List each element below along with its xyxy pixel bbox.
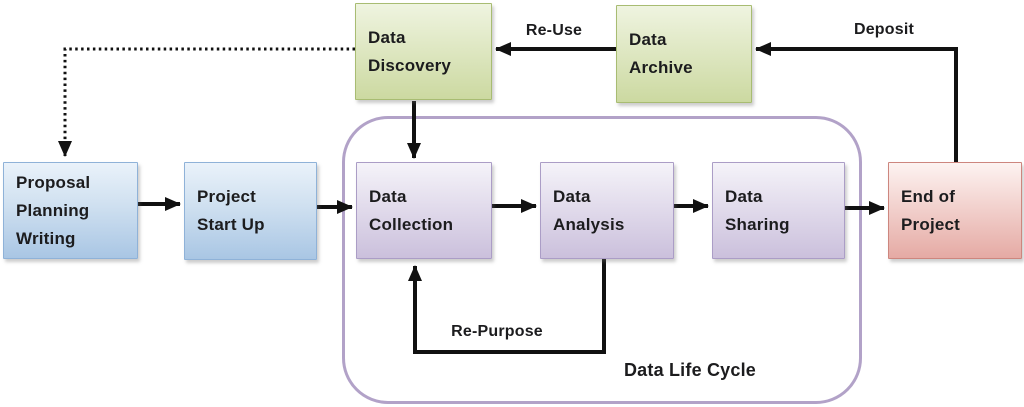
node-data-collection: Data Collection (356, 162, 492, 259)
data-life-cycle-container (342, 116, 862, 404)
node-label-line: Data (369, 186, 407, 206)
node-project-start-up: Project Start Up (184, 162, 317, 260)
node-label-line: Analysis (553, 214, 625, 234)
edge-label-re-purpose: Re-Purpose (451, 323, 543, 340)
node-label-line: Data (725, 186, 763, 206)
node-end-of-project: End of Project (888, 162, 1022, 259)
node-label-line: Archive (629, 58, 693, 77)
node-data-discovery: Data Discovery (355, 3, 492, 100)
node-data-analysis: Data Analysis (540, 162, 674, 259)
node-label-line: Start Up (197, 215, 265, 234)
arrow-deposit-endproject-to-archive (755, 42, 958, 163)
node-label-line: Data (629, 30, 667, 49)
arrow-repurpose-analysis-to-collection (408, 259, 606, 354)
node-label-line: Collection (369, 214, 454, 234)
node-label-line: Sharing (725, 214, 790, 234)
node-label-line: Project (901, 214, 961, 234)
node-proposal-planning-writing: Proposal Planning Writing (3, 162, 138, 259)
node-label-line: Planning (16, 200, 90, 220)
node-label-line: Writing (16, 228, 76, 248)
node-label-line: Data (553, 186, 591, 206)
arrow-dotted-discovery-to-proposal (58, 47, 355, 157)
node-label-line: End of (901, 186, 956, 206)
container-title-data-life-cycle: Data Life Cycle (623, 360, 757, 380)
node-label-line: Data (368, 27, 406, 47)
node-label-line: Discovery (368, 55, 452, 75)
node-label-line: Proposal (16, 172, 91, 192)
node-data-sharing: Data Sharing (712, 162, 845, 259)
edge-label-re-use: Re-Use (525, 22, 583, 39)
edge-label-deposit: Deposit (853, 21, 915, 38)
node-label-line: Project (197, 187, 257, 206)
node-data-archive: Data Archive (616, 5, 752, 103)
